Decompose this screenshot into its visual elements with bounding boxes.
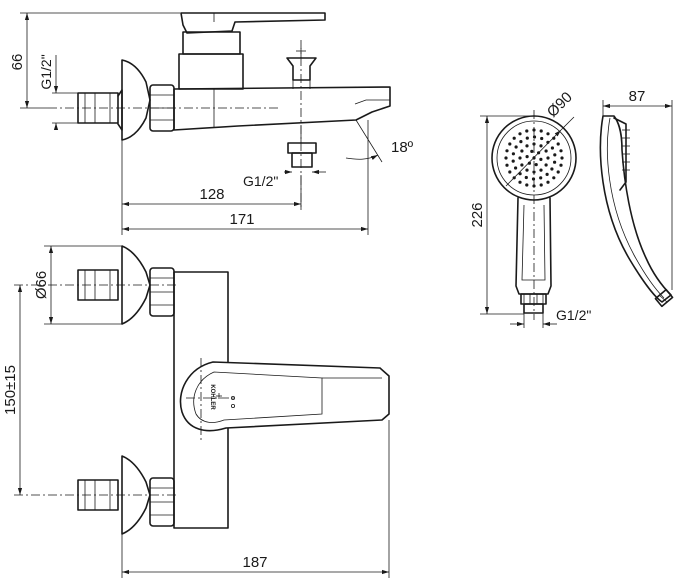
nozzle-dot [539,183,543,187]
nozzle-dot [546,132,550,136]
mixer-side-view: 66 G1/2ʺ 18º G1/2ʺ 128 171 [9,12,414,235]
shower-dimensions: Ø90 226 87 G1/2ʺ [469,88,673,328]
nozzle-dot [546,156,550,160]
nozzle-dot [514,166,518,170]
nozzle-dot [518,132,522,136]
brand-mark: KOHLER [209,384,215,410]
hand-shower-side [599,115,674,308]
cartridge-column [178,31,244,90]
angle-18-label: 18º [391,139,414,156]
nozzle-dot [532,135,537,139]
hand-shower-front [491,110,577,320]
wall-flange-side [121,59,151,141]
nozzle-dot [539,129,543,133]
nozzle-dot [534,163,538,167]
shower-diameter-label: Ø90 [544,89,576,121]
mixer-body-side [173,86,391,131]
nozzle-dot [531,177,536,181]
nozzle-dot [525,144,529,148]
width-187-label: 187 [242,554,267,571]
nozzle-dot [527,161,532,165]
nozzle-dot [525,136,529,140]
nozzle-dot [539,176,543,180]
nozzle-dot [556,142,560,146]
nozzle-dot [559,163,563,167]
nozzle-dot [520,163,524,167]
thread-outlet-label: G1/2ʺ [243,173,278,189]
nozzle-dot [560,156,564,160]
nozzle-dot [505,149,509,153]
nozzle-dot [530,149,534,153]
width-171-label: 171 [229,211,254,228]
nozzle-dot [511,159,515,163]
height-66-label: 66 [9,54,26,71]
nozzle-dot [544,149,548,153]
nozzle-dot [508,142,512,146]
nozzle-dot [511,152,515,156]
lever-handle-side [180,12,326,34]
nozzle-dot [550,146,555,150]
nozzle-dot [550,167,554,171]
nozzle-dot [539,144,543,148]
nozzle-dot [508,170,512,174]
lever-handle-front [179,361,390,432]
shower-outlet-side [287,126,317,168]
nozzle-dot [552,176,556,180]
nozzle-dot [539,168,543,172]
nozzle-dot [505,163,509,167]
nozzle-dot [546,180,550,184]
nozzle-dot [525,155,529,159]
nozzle-dot [504,156,508,160]
nozzle-dot [546,140,550,144]
shower-depth-label: 87 [629,88,646,105]
nozzle-dot [545,172,549,176]
mixer-front-view: KOHLER Ø66 150±15 187 [2,245,390,578]
shower-thread-label: G1/2ʺ [556,307,591,323]
nozzle-dot [553,153,557,157]
nozzle-dot [518,180,522,184]
nozzle-dot [540,136,544,141]
center-distance-label: 150±15 [2,365,19,415]
nozzle-dot [544,163,548,167]
upper-wall-connection [77,245,175,325]
nozzle-dot [525,183,529,187]
nozzle-dot [532,170,536,174]
nozzle-dot [519,140,523,144]
diverter-knob-side [286,48,317,89]
nozzle-dot [524,175,528,180]
nozzle-dot [520,149,524,153]
nozzle-dot [539,157,543,161]
lower-wall-connection [77,455,175,535]
nozzle-dot [525,129,529,133]
thread-inlet-label: G1/2ʺ [38,54,54,89]
nozzle-dot [512,136,516,140]
nozzle-dot [552,136,556,140]
indicator-dot [230,403,235,408]
diameter-66-label: Ø66 [33,271,50,299]
nozzle-dot [525,168,529,172]
nozzle-dot [556,170,560,174]
nozzle-dot [553,160,557,164]
shower-length-label: 226 [469,202,486,227]
indicator-dot [230,395,235,400]
nozzle-dot [518,156,522,160]
eccentric-connector-side [77,89,123,131]
nozzle-dot [559,149,563,153]
width-128-label: 128 [199,186,224,203]
nozzle-dot [514,145,518,149]
